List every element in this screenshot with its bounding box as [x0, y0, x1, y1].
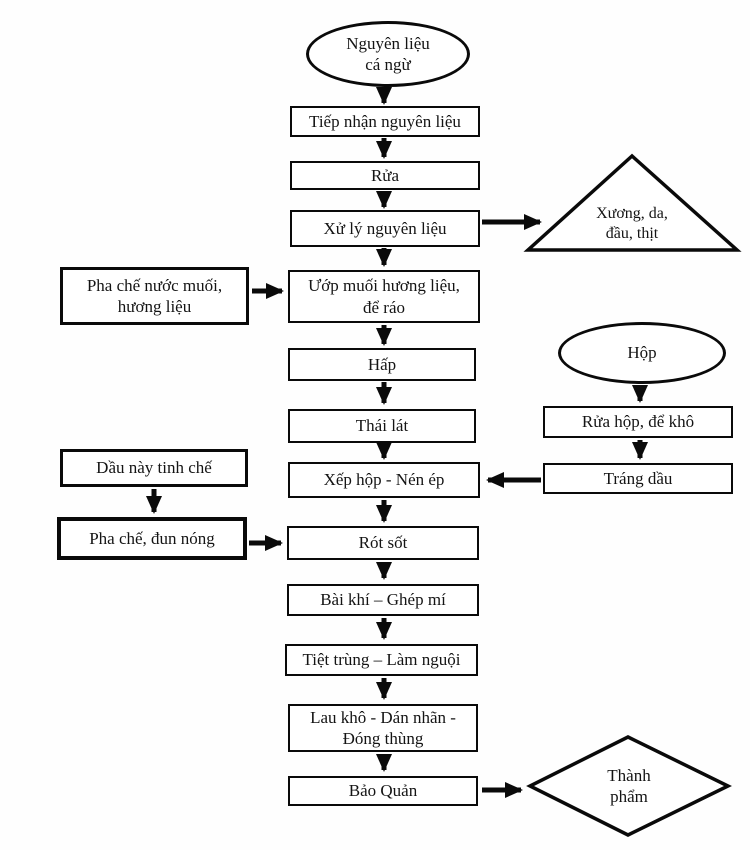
node-pour-sauce-label: Rót sốt	[358, 533, 408, 553]
node-can-wash: Rửa hộp, để khô	[543, 406, 733, 438]
node-raw-material-label: Nguyên liệu cá ngừ	[346, 33, 430, 74]
node-oil-coat-label: Tráng dầu	[603, 468, 673, 488]
node-process-label: Xử lý nguyên liệu	[323, 218, 447, 238]
node-can-label: Hộp	[627, 343, 657, 363]
node-finished-product-label-box: Thành phẩm	[570, 758, 688, 814]
node-can-wash-label: Rửa hộp, để khô	[581, 412, 695, 432]
node-waste-label-box: Xương, da, đầu, thịt	[552, 198, 712, 250]
node-storage: Bảo Quản	[288, 776, 478, 806]
node-pack-press-label: Xếp hộp - Nén ép	[323, 470, 445, 490]
node-wash-label: Rửa	[370, 165, 400, 185]
node-refined-oil-label: Dầu này tinh chế	[96, 458, 212, 478]
node-pack-press: Xếp hộp - Nén ép	[288, 462, 480, 498]
node-degas-seam-label: Bài khí – Ghép mí	[320, 590, 446, 610]
node-refined-oil: Dầu này tinh chế	[60, 449, 248, 487]
node-raw-material: Nguyên liệu cá ngừ	[306, 21, 470, 87]
node-steam: Hấp	[288, 348, 476, 381]
node-brine-prep: Pha chế nước muối, hương liệu	[60, 267, 249, 325]
node-brine-prep-label: Pha chế nước muối, hương liệu	[86, 275, 223, 316]
node-degas-seam: Bài khí – Ghép mí	[287, 584, 479, 616]
node-finished-product-label: Thành phẩm	[607, 765, 651, 806]
node-slice: Thái lát	[288, 409, 476, 443]
node-receive-label: Tiếp nhận nguyên liệu	[309, 111, 461, 131]
node-marinate: Ướp muối hương liệu, để ráo	[288, 270, 480, 323]
waste-triangle-shape	[523, 153, 742, 252]
node-dry-label-box: Lau khô - Dán nhãn - Đóng thùng	[288, 704, 478, 752]
node-sterilize-cool-label: Tiệt trùng – Làm nguội	[302, 650, 461, 670]
node-marinate-label: Ướp muối hương liệu, để ráo	[308, 276, 460, 317]
node-storage-label: Bảo Quản	[348, 781, 418, 801]
node-oil-prep: Pha chế, đun nóng	[57, 517, 247, 560]
node-receive: Tiếp nhận nguyên liệu	[290, 106, 480, 137]
node-wash: Rửa	[290, 161, 480, 190]
node-can: Hộp	[558, 322, 726, 384]
node-waste-label: Xương, da, đầu, thịt	[596, 205, 668, 242]
node-slice-label: Thái lát	[355, 416, 409, 436]
node-oil-prep-label: Pha chế, đun nóng	[89, 528, 215, 548]
node-dry-label-box-label: Lau khô - Dán nhãn - Đóng thùng	[310, 707, 456, 748]
node-oil-coat: Tráng dầu	[543, 463, 733, 494]
node-steam-label: Hấp	[367, 354, 397, 374]
node-pour-sauce: Rót sốt	[287, 526, 479, 560]
node-process: Xử lý nguyên liệu	[290, 210, 480, 247]
finished-product-diamond-shape	[526, 735, 732, 837]
node-sterilize-cool: Tiệt trùng – Làm nguội	[285, 644, 478, 676]
